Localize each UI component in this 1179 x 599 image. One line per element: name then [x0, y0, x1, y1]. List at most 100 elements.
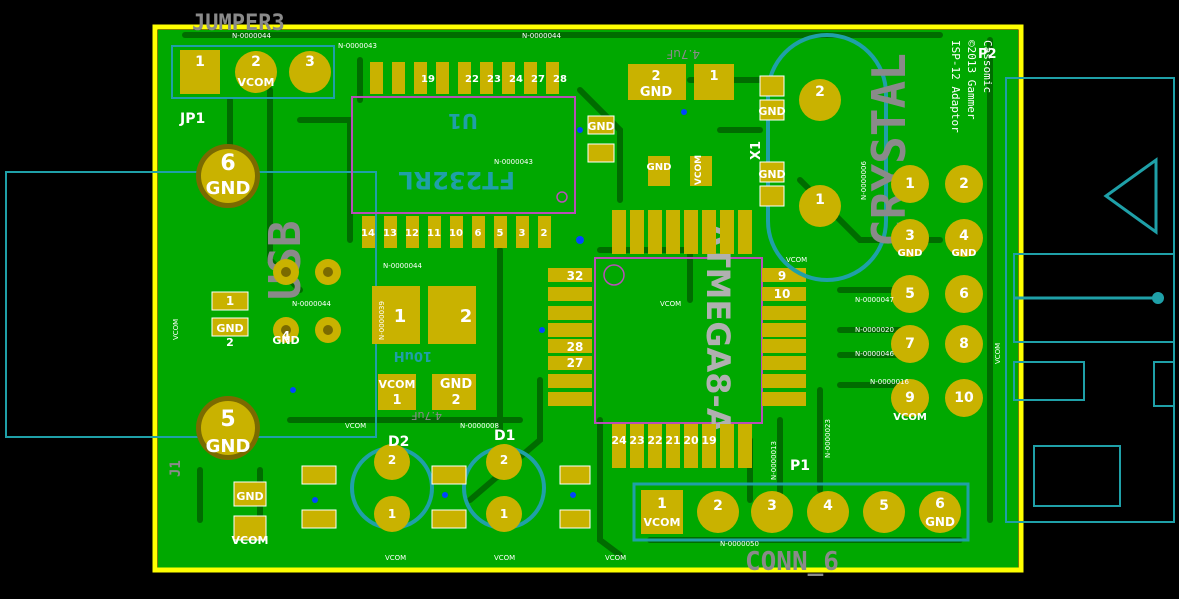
svg-text:VCOM: VCOM	[786, 256, 807, 264]
jumper-pad-3-num: 3	[305, 54, 315, 70]
mcu-left-pins[interactable]	[548, 268, 592, 406]
inductor-value: 10uH	[394, 348, 432, 363]
svg-text:2: 2	[959, 176, 969, 192]
ft232-body	[351, 96, 576, 214]
svg-text:GND: GND	[587, 120, 614, 133]
conn6-pad-4[interactable]: 4	[807, 491, 849, 533]
led-d1[interactable]: 2 1 D1	[462, 428, 546, 532]
credit-text: ISP-12 Adaptor ©2013 Gammer Cassomic	[949, 40, 994, 133]
conn6-pad-5-num: 5	[879, 498, 889, 514]
conn6-pad-4-num: 4	[823, 498, 833, 514]
crystal-pad-1-num: 1	[815, 192, 825, 208]
svg-text:1: 1	[905, 176, 915, 192]
svg-text:7: 7	[905, 336, 915, 352]
cap-100n-vcom: VCOM	[694, 155, 704, 185]
inductor-pad-2: 2	[460, 306, 473, 327]
svg-text:8: 8	[959, 336, 969, 352]
conn6-pad-5[interactable]: 5	[863, 491, 905, 533]
crystal-pad-1[interactable]: 1	[799, 185, 841, 227]
svg-text:N-0000043: N-0000043	[338, 42, 377, 50]
inductor-10uh[interactable]: 1 2 10uH	[372, 286, 476, 363]
svg-text:GND: GND	[758, 105, 785, 118]
svg-text:28: 28	[567, 340, 584, 354]
svg-text:6: 6	[475, 228, 482, 239]
crystal-pad-2-num: 2	[815, 84, 825, 100]
usb-ref: J1	[168, 460, 184, 477]
crystal-ref: X1	[749, 141, 764, 160]
jumper-pad-2[interactable]: 2 VCOM	[235, 51, 277, 93]
svg-text:20: 20	[683, 434, 699, 447]
conn6-pad-6[interactable]: 6 GND	[919, 491, 961, 533]
svg-text:10: 10	[449, 228, 463, 239]
isp-pad-labels: 1 2 3 4 5 6 7 8 9 10	[905, 176, 974, 406]
conn6-value: CONN_6	[745, 547, 839, 577]
svg-text:VCOM: VCOM	[172, 319, 180, 340]
usb-pad-5[interactable]: 5 GND	[196, 396, 260, 460]
cap-100n[interactable]: GND VCOM	[647, 155, 712, 186]
svg-text:VCOM: VCOM	[385, 554, 406, 562]
conn6-pad-6-num: 6	[935, 496, 945, 512]
svg-text:9: 9	[905, 390, 915, 406]
cap-4u7[interactable]: 2 GND 1 4.7uF	[628, 47, 734, 100]
usb-pad-6[interactable]: 6 GND	[196, 144, 260, 208]
svg-text:24: 24	[611, 434, 627, 447]
led-resistors[interactable]	[233, 465, 591, 541]
svg-text:N-0000044: N-0000044	[383, 262, 422, 270]
crystal-pad-2[interactable]: 2	[799, 79, 841, 121]
isp-header[interactable]	[891, 165, 983, 417]
isp-net-labels: GND GND VCOM	[893, 248, 976, 423]
svg-text:19: 19	[701, 434, 716, 447]
svg-text:4: 4	[959, 228, 969, 244]
cap-4u7b-vcom: VCOM	[379, 378, 416, 391]
svg-text:11: 11	[427, 228, 441, 239]
svg-text:©2013 Gammer: ©2013 Gammer	[965, 40, 978, 120]
cap-4u7-pad1: 1	[709, 69, 718, 84]
mcu-right-pin-labels: 9 10	[774, 269, 791, 301]
crystal-outline	[766, 33, 888, 282]
usb-pad-6-num: 6	[220, 151, 235, 176]
cap-4u7b[interactable]: VCOM 1 GND 2 4.7uF	[378, 374, 476, 422]
led-d2[interactable]: 2 1 D2	[350, 434, 434, 532]
usb-smd-pads[interactable]: 1 GND 2	[211, 291, 249, 349]
ft232-value: FT232RL	[398, 166, 515, 194]
svg-text:9: 9	[778, 269, 786, 283]
conn6-outline	[632, 482, 970, 542]
svg-text:VCOM: VCOM	[345, 422, 366, 430]
svg-text:23: 23	[629, 434, 644, 447]
conn6-pad-2-num: 2	[713, 498, 723, 514]
svg-text:VCOM: VCOM	[893, 412, 927, 423]
net-labels: N-0000044 N-0000044 N-0000043 N-0000043 …	[232, 32, 909, 562]
cap-100n-gnd: GND	[647, 162, 672, 173]
crystal-cap-labels: GND GND GND	[587, 105, 785, 181]
ft232-bottom-pins[interactable]	[362, 216, 551, 248]
mcu-right-pins[interactable]	[762, 268, 806, 406]
led-d2-pad-1: 1	[388, 507, 396, 521]
crystal-caps[interactable]	[587, 75, 785, 207]
mcu-top-pins[interactable]	[612, 210, 752, 254]
conn6-pad-2[interactable]: 2	[697, 491, 739, 533]
ft232-top-pins[interactable]	[370, 62, 559, 94]
svg-text:VCOM: VCOM	[994, 343, 1002, 364]
mcu-bottom-pins[interactable]	[612, 424, 752, 468]
usb-small-pad-4: 4	[282, 329, 290, 343]
jumper-pad-3[interactable]: 3	[289, 51, 331, 93]
usb-pad-5-net: GND	[206, 436, 251, 457]
conn6-pad-3[interactable]: 3	[751, 491, 793, 533]
jumper-pad-2-num: 2	[251, 54, 261, 70]
svg-text:N-0000006: N-0000006	[860, 161, 868, 200]
svg-text:13: 13	[383, 228, 397, 239]
svg-text:24: 24	[509, 74, 523, 85]
usb-small-pads[interactable]: 4 GND	[272, 259, 341, 347]
conn6-pad-1[interactable]: 1 VCOM	[641, 490, 683, 534]
jumper-pad-2-net: VCOM	[238, 76, 275, 89]
svg-text:VCOM: VCOM	[660, 300, 681, 308]
cap-4u7-value: 4.7uF	[666, 47, 700, 61]
jumper-ref2: JP1	[179, 111, 205, 127]
bottom-left-cap-labels: GND VCOM	[232, 490, 269, 547]
svg-text:Cassomic: Cassomic	[981, 40, 994, 93]
svg-text:N-0000008: N-0000008	[460, 422, 499, 430]
svg-text:VCOM: VCOM	[605, 554, 626, 562]
jumper-pad-1[interactable]: 1	[180, 50, 220, 94]
cap-4u7b-value: 4.7uF	[411, 409, 442, 422]
